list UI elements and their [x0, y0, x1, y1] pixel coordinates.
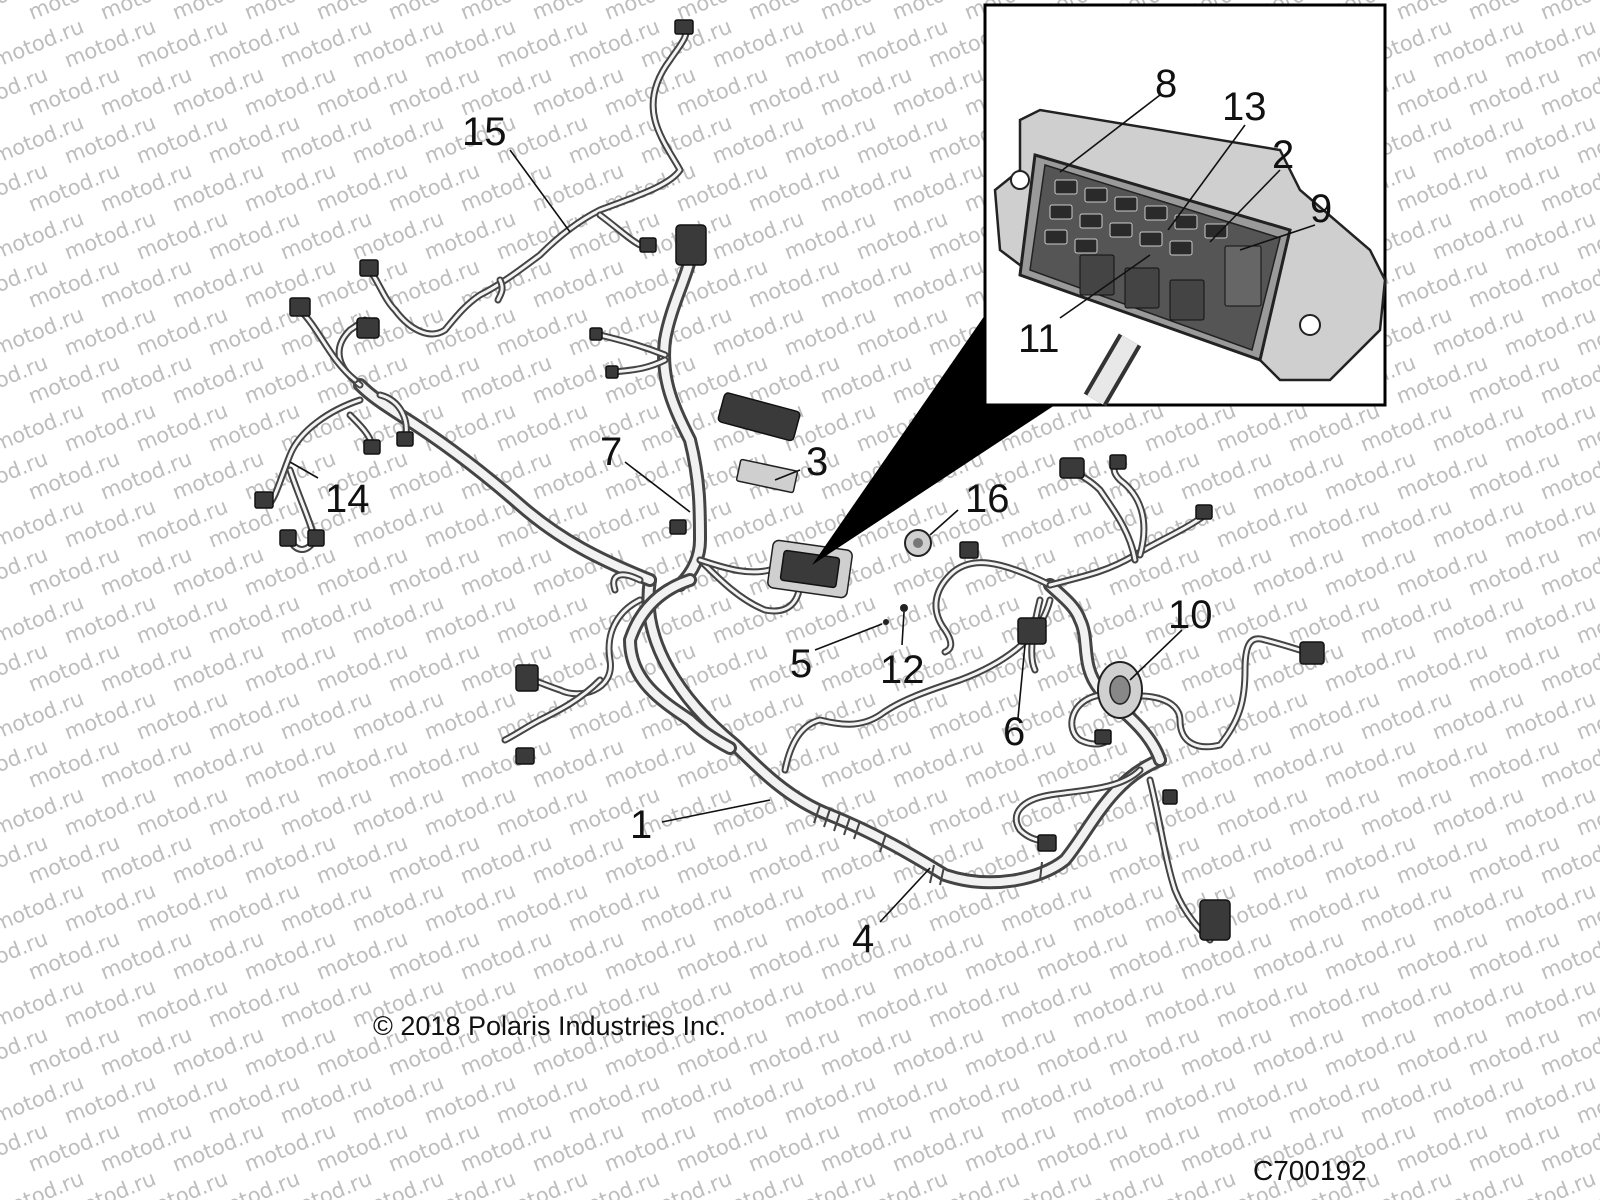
lower-left-harness	[501, 571, 737, 755]
callout-1: 1	[630, 803, 652, 847]
callout-4: 4	[852, 917, 874, 961]
leader-lines	[289, 94, 1316, 923]
callout-13: 13	[1222, 85, 1267, 129]
upper-harness-15	[366, 21, 690, 338]
main-harness	[641, 573, 1167, 890]
callout-9: 9	[1310, 187, 1332, 231]
connectors	[254, 19, 1325, 941]
callout-2: 2	[1272, 133, 1294, 177]
callout-5: 5	[790, 642, 812, 686]
copyright-text: © 2018 Polaris Industries Inc.	[373, 1011, 726, 1041]
callout-10: 10	[1168, 593, 1213, 637]
callout-3: 3	[806, 440, 828, 484]
callout-15: 15	[462, 110, 507, 154]
detail-inset	[983, 3, 1387, 407]
callout-14: 14	[325, 477, 370, 521]
callout-11: 11	[1018, 317, 1060, 361]
callout-8: 8	[1155, 62, 1177, 106]
callout-6: 6	[1003, 710, 1025, 754]
callout-labels: 1 2 3 4 5 6 7 8 9 10 11 12 13 14 15 16	[325, 62, 1332, 961]
diagram-code: C700192	[1253, 1155, 1367, 1186]
callout-12: 12	[880, 648, 925, 692]
right-harness	[781, 458, 1319, 944]
center-vertical-harness	[596, 253, 804, 615]
callout-7: 7	[600, 430, 622, 474]
callout-16: 16	[965, 477, 1010, 521]
